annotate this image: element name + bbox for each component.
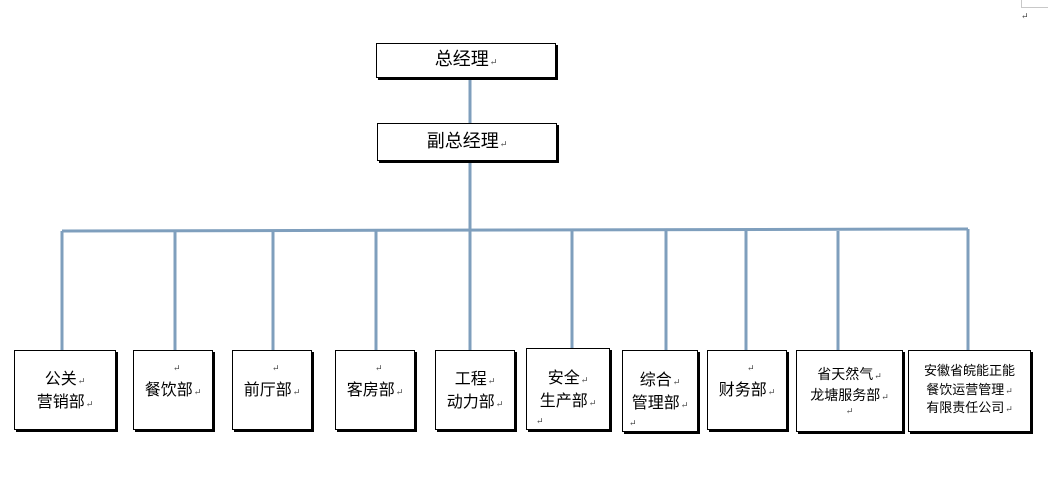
dept-natural-gas: 省天然气↵ 龙塘服务部↵ ↵ bbox=[796, 350, 903, 432]
paragraph-mark-icon: ↵ bbox=[77, 376, 86, 387]
paragraph-mark-icon: ↵ bbox=[292, 388, 301, 399]
dept-label-line: 有限责任公司 bbox=[926, 401, 1005, 417]
paragraph-mark-icon: ↵ bbox=[1005, 405, 1013, 416]
paragraph-mark-icon: ↵ bbox=[489, 58, 498, 69]
paragraph-mark-icon: ↵ bbox=[487, 376, 496, 387]
node-label: 副总经理 bbox=[426, 130, 499, 152]
paragraph-mark-icon: ↵ bbox=[375, 364, 383, 374]
dept-label-line: 省天然气 bbox=[817, 367, 874, 384]
page-margin-corner bbox=[1021, 0, 1048, 8]
paragraph-mark-icon: ↵ bbox=[272, 364, 280, 374]
dept-pr-marketing: 公关↵ 营销部↵ bbox=[14, 350, 116, 430]
dept-anhui-catering: 安徽省皖能正能 餐饮运营管理↵ 有限责任公司↵ bbox=[908, 350, 1031, 432]
dept-safety: 安全↵ 生产部↵ ↵ bbox=[526, 348, 610, 430]
paragraph-mark-icon: ↵ bbox=[495, 400, 504, 410]
paragraph-mark-icon: ↵ bbox=[193, 388, 202, 399]
paragraph-mark-icon: ↵ bbox=[1021, 12, 1029, 22]
paragraph-mark-icon: ↵ bbox=[874, 372, 882, 383]
dept-label-line: 龙塘服务部 bbox=[810, 387, 881, 404]
paragraph-mark-icon: ↵ bbox=[672, 377, 681, 388]
paragraph-mark-icon: ↵ bbox=[881, 392, 889, 403]
dept-front-office: ↵ 前厅部↵ bbox=[232, 350, 312, 430]
dept-label-line: 工程 bbox=[454, 368, 487, 388]
dept-label-line: 安全 bbox=[547, 367, 580, 387]
dept-label-line: 前厅部 bbox=[243, 380, 292, 400]
dept-finance: ↵ 财务部↵ bbox=[707, 350, 787, 430]
paragraph-mark-icon: ↵ bbox=[536, 416, 544, 427]
paragraph-mark-icon: ↵ bbox=[680, 401, 689, 411]
dept-label-line: 餐饮运营管理 bbox=[926, 382, 1005, 398]
node-deputy-general-manager: 副总经理↵ bbox=[377, 123, 557, 161]
dept-label-line: 安徽省皖能正能 bbox=[923, 363, 1015, 379]
connector-horizontal-bus bbox=[61, 227, 969, 233]
dept-label-line: 餐饮部 bbox=[144, 380, 193, 400]
paragraph-mark-icon: ↵ bbox=[1005, 386, 1013, 397]
node-general-manager: 总经理↵ bbox=[376, 43, 556, 78]
dept-label-line: 动力部 bbox=[446, 392, 495, 411]
dept-label-line: 财务部 bbox=[718, 380, 767, 400]
dept-label-line: 生产部 bbox=[539, 391, 588, 410]
paragraph-mark-icon: ↵ bbox=[499, 139, 508, 150]
node-label: 总经理 bbox=[434, 49, 489, 71]
dept-label-line: 管理部 bbox=[631, 393, 680, 412]
dept-general-admin: 综合↵ 管理部↵ ↵ bbox=[622, 350, 698, 432]
paragraph-mark-icon: ↵ bbox=[629, 418, 637, 429]
dept-label-line: 营销部 bbox=[36, 392, 85, 411]
dept-label-line: 综合 bbox=[639, 369, 672, 389]
paragraph-mark-icon: ↵ bbox=[767, 388, 776, 399]
paragraph-mark-icon: ↵ bbox=[747, 364, 755, 374]
dept-housekeeping: ↵ 客房部↵ bbox=[335, 350, 415, 430]
dept-label-line: 客房部 bbox=[346, 380, 395, 400]
paragraph-mark-icon: ↵ bbox=[845, 406, 854, 417]
paragraph-mark-icon: ↵ bbox=[85, 400, 94, 410]
paragraph-mark-icon: ↵ bbox=[588, 399, 597, 409]
dept-catering: ↵ 餐饮部↵ bbox=[133, 350, 213, 430]
dept-label-line: 公关 bbox=[44, 368, 77, 388]
paragraph-mark-icon: ↵ bbox=[173, 364, 181, 374]
dept-engineering: 工程↵ 动力部↵ bbox=[435, 350, 515, 430]
paragraph-mark-icon: ↵ bbox=[395, 388, 404, 399]
paragraph-mark-icon: ↵ bbox=[580, 375, 589, 386]
